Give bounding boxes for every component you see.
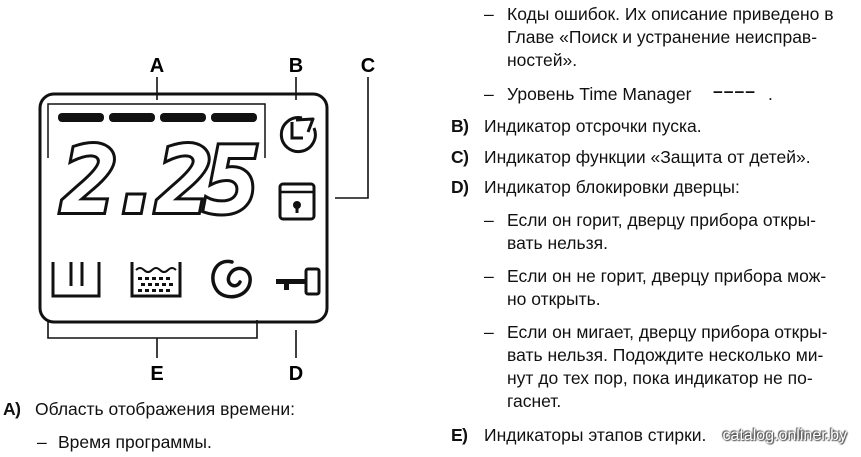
label-a: A: [150, 55, 164, 77]
d3-line4: гаснет.: [507, 391, 562, 411]
d2-line2: но открыть.: [507, 289, 601, 309]
item1-line2: Главе «Поиск и устранение неисправ-: [507, 27, 818, 47]
door-lock-key-icon: [276, 267, 321, 296]
time-manager-bars: [58, 113, 257, 122]
spin-phase-icon: [211, 259, 252, 299]
d3-line2: вать нельзя. Подождите несколько ми-: [507, 345, 824, 365]
d2-dash: –: [484, 266, 494, 286]
d1-dash: –: [484, 210, 494, 230]
e-text: Индикаторы этапов стирки.: [484, 425, 707, 445]
leader-lines: [47, 77, 369, 358]
d1-line1: Если он горит, дверцу прибора откры-: [507, 210, 817, 230]
item1-line1: Коды ошибок. Их описание приведено в: [507, 4, 834, 24]
wash-phase-icon: [51, 262, 101, 298]
d3-dash: –: [484, 322, 494, 342]
e-tag: E): [451, 425, 468, 445]
item2-end: .: [768, 84, 773, 104]
d2-line1: Если он не горит, дверцу прибора мож-: [507, 266, 827, 286]
clock-icon: [279, 116, 317, 154]
label-e: E: [150, 363, 163, 385]
d-tag: D): [451, 177, 469, 197]
time-display: 2.25: [60, 127, 256, 234]
legend-a-text: Область отображения времени:: [35, 399, 295, 419]
watermark: catalog.onliner.by: [722, 427, 847, 444]
c-tag: C): [451, 147, 469, 167]
c-text: Индикатор функции «Защита от детей».: [484, 147, 811, 167]
label-c: C: [361, 55, 375, 77]
d3-line3: нут до тех пор, пока индикатор не по-: [507, 368, 813, 388]
item2-glyph: ––––: [713, 81, 756, 101]
item1-line3: ностей».: [507, 50, 578, 70]
item2-dash: –: [484, 84, 494, 104]
b-text: Индикатор отсрочки пуска.: [484, 116, 702, 136]
display-panel: [38, 92, 329, 324]
child-lock-icon: [278, 182, 316, 221]
label-d: D: [289, 363, 303, 385]
item1-dash: –: [484, 4, 494, 24]
legend-a-sub1: Время программы.: [58, 432, 212, 452]
rinse-phase-icon: [130, 262, 182, 298]
legend-a-tag: A): [3, 399, 21, 419]
b-tag: B): [451, 116, 469, 136]
d3-line1: Если он мигает, дверцу прибора откры-: [507, 322, 828, 342]
d-text: Индикатор блокировки дверцы:: [484, 177, 740, 197]
item2-text: Уровень Time Manager: [507, 84, 692, 104]
legend-a-sub1-dash: –: [37, 432, 47, 452]
d1-line2: вать нельзя.: [507, 233, 608, 253]
label-b: B: [289, 55, 303, 77]
control-panel-diagram: A B C E D 2.25: [38, 55, 375, 385]
